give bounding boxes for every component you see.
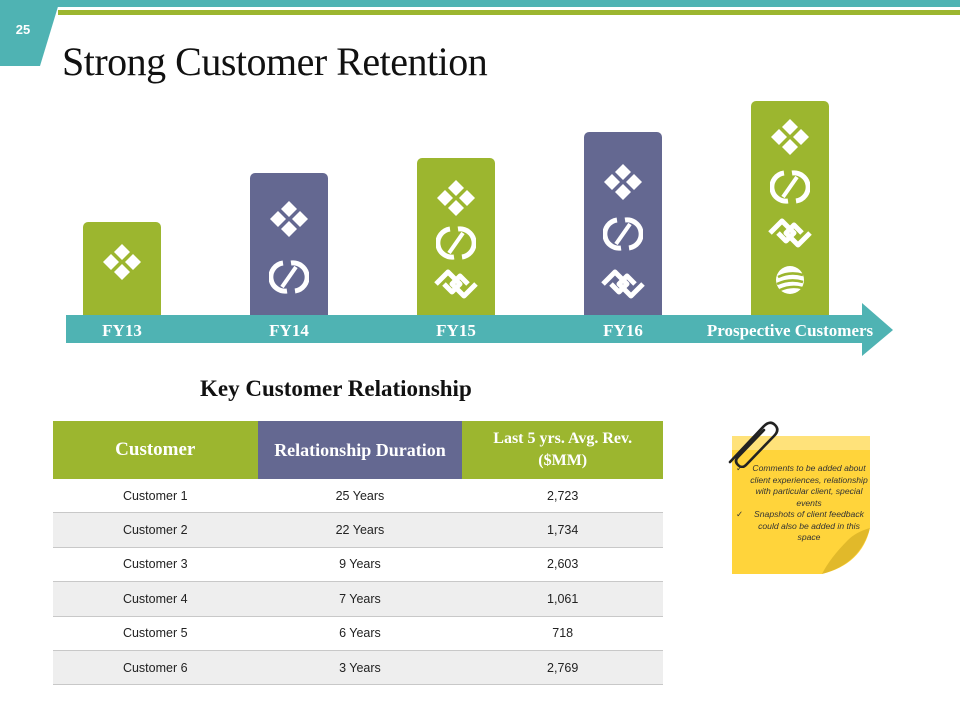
note-item: ✓ Snapshots of client feedback could also…: [734, 509, 870, 544]
note-item-text: Snapshots of client feedback could also …: [754, 509, 864, 542]
cell-duration: 22 Years: [257, 512, 463, 548]
bar-prospective-customers: [751, 101, 829, 315]
table-row: Customer 1 25 Years 2,723: [53, 479, 663, 514]
cell-revenue: 1,061: [462, 581, 663, 617]
checkmark-icon: ✓: [736, 509, 744, 519]
cell-customer: Customer 2: [53, 512, 258, 548]
paperclip-icon: [728, 421, 779, 468]
cell-revenue: 1,734: [462, 512, 663, 548]
cell-duration: 25 Years: [257, 479, 463, 514]
cell-revenue: 2,723: [462, 479, 663, 514]
cell-customer: Customer 6: [53, 650, 258, 686]
column-header-customer: Customer: [53, 421, 258, 479]
customer-relationship-table: Customer Relationship Duration Last 5 yr…: [53, 421, 663, 686]
table-row: Customer 4 7 Years 1,061: [53, 581, 663, 617]
slide-number: 25: [15, 22, 31, 37]
table-row: Customer 6 3 Years 2,769: [53, 650, 663, 686]
bar-fy16: [584, 132, 662, 315]
column-header-duration: Relationship Duration: [257, 421, 463, 479]
cell-duration: 9 Years: [257, 547, 463, 583]
cell-customer: Customer 1: [53, 479, 258, 514]
top-accent-line: [58, 10, 960, 15]
timeline-label-fy15: FY15: [436, 321, 476, 340]
handshake-arrows-icon: [434, 269, 478, 299]
globe-icon: [776, 266, 804, 294]
bar-fy13: [83, 222, 161, 315]
handshake-arrows-icon: [768, 218, 812, 248]
sticky-note-text: ✓ Comments to be added about client exper…: [734, 463, 870, 544]
cell-revenue: 718: [462, 616, 663, 651]
cell-customer: Customer 5: [53, 616, 258, 651]
sticky-note: [732, 436, 870, 574]
timeline-label-fy13: FY13: [102, 321, 142, 340]
page-title: Strong Customer Retention: [62, 39, 488, 84]
diamond-cluster-icon: [437, 180, 475, 216]
bar-fy14: [250, 173, 328, 315]
refresh-circle-icon: [603, 217, 643, 251]
note-item-text: Comments to be added about client experi…: [750, 463, 868, 508]
column-header-revenue: Last 5 yrs. Avg. Rev. ($MM): [462, 421, 663, 479]
table-row: Customer 2 22 Years 1,734: [53, 512, 663, 548]
diamond-cluster-icon: [771, 119, 809, 155]
diamond-cluster-icon: [604, 164, 642, 200]
timeline-label-prospective: Prospective Customers: [706, 321, 874, 340]
cell-duration: 3 Years: [257, 650, 463, 686]
bar-fy15: [417, 158, 495, 315]
table-row: Customer 3 9 Years 2,603: [53, 547, 663, 583]
table-heading: Key Customer Relationship: [200, 376, 472, 401]
cell-revenue: 2,769: [462, 650, 663, 686]
timeline-label-fy16: FY16: [603, 321, 643, 340]
refresh-circle-icon: [269, 260, 309, 294]
table-row: Customer 5 6 Years 718: [53, 616, 663, 651]
note-item: ✓ Comments to be added about client exper…: [734, 463, 870, 509]
cell-customer: Customer 3: [53, 547, 258, 583]
cell-duration: 7 Years: [257, 581, 463, 617]
top-accent-bar: [0, 0, 960, 7]
refresh-circle-icon: [770, 170, 810, 204]
checkmark-icon: ✓: [736, 463, 744, 473]
refresh-circle-icon: [436, 226, 476, 260]
timeline-label-fy14: FY14: [269, 321, 309, 340]
cell-customer: Customer 4: [53, 581, 258, 617]
cell-revenue: 2,603: [462, 547, 663, 583]
handshake-arrows-icon: [601, 269, 645, 299]
diamond-cluster-icon: [270, 201, 308, 237]
diamond-cluster-icon: [103, 244, 141, 280]
cell-duration: 6 Years: [257, 616, 463, 651]
table-header-row: Customer Relationship Duration Last 5 yr…: [53, 421, 663, 479]
